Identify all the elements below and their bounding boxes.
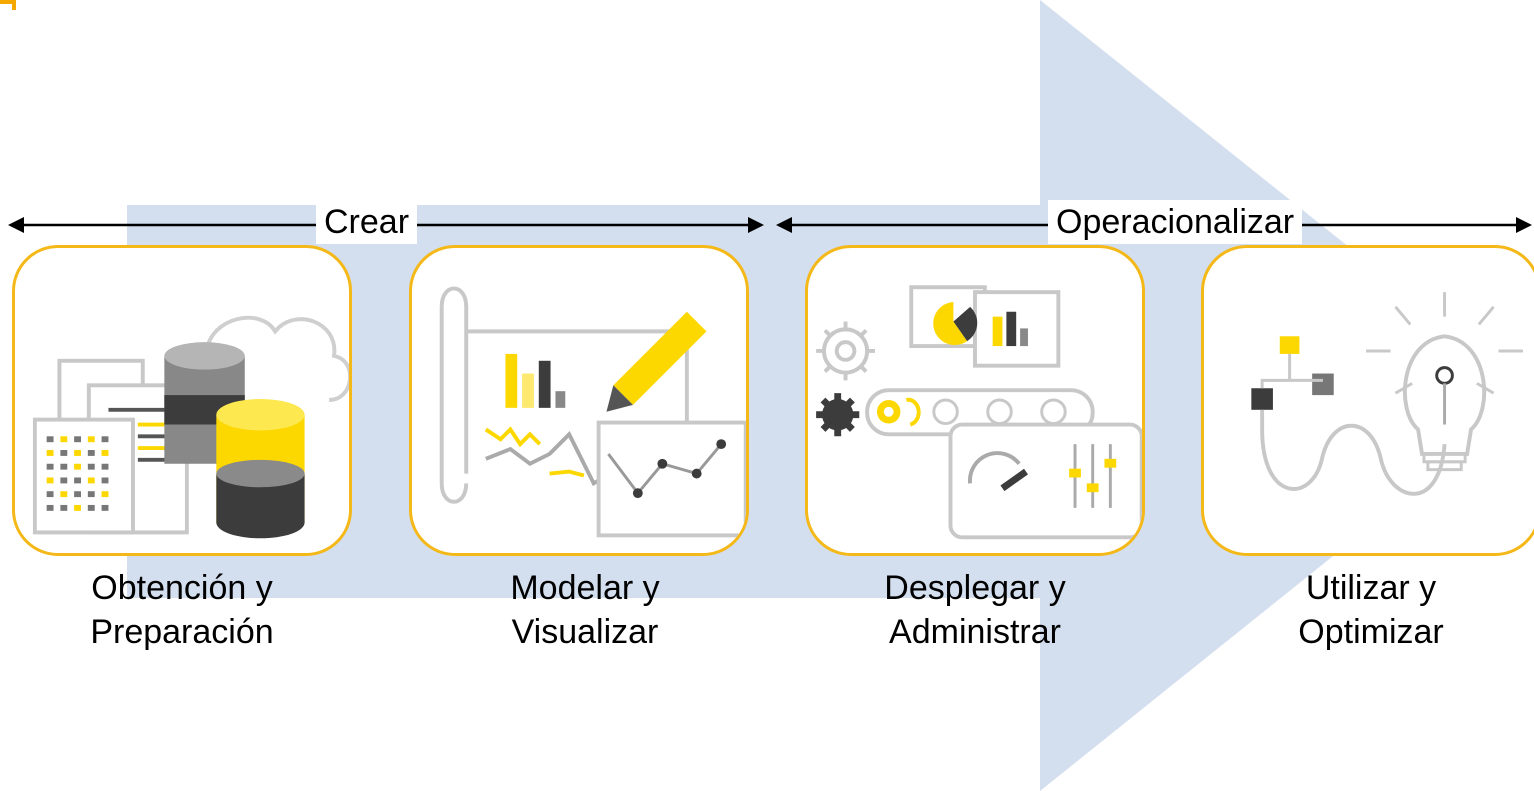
step-card-model-visualize (409, 245, 749, 556)
step-label-use-optimize: Utilizar y Optimizar (1201, 566, 1534, 654)
step-label-model-visualize: Modelar y Visualizar (415, 566, 755, 654)
step-card-deploy-manage (805, 245, 1145, 556)
step-label-line1: Desplegar y (884, 569, 1066, 607)
operationalize-arrowhead-left (776, 217, 792, 233)
step-label-line2: Optimizar (1298, 613, 1444, 651)
phase-label-operationalize: Operacionalizar (1048, 200, 1303, 244)
step-label-line2: Visualizar (511, 613, 659, 651)
step-label-line2: Administrar (889, 613, 1061, 651)
operationalize-arrowhead-right (1516, 217, 1532, 233)
step-label-line1: Modelar y (510, 569, 660, 607)
data-preparation-icon (32, 315, 349, 539)
step-label-deploy-manage: Desplegar y Administrar (805, 566, 1145, 654)
step-label-line1: Utilizar y (1305, 569, 1437, 607)
step-label-line1: Obtención y (91, 569, 273, 607)
step-label-obtain-prepare: Obtención y Preparación (12, 566, 352, 654)
corner-bracket-mark (0, 0, 16, 10)
phase-label-create: Crear (316, 200, 418, 244)
create-arrowhead-right (748, 217, 764, 233)
step-card-use-optimize (1201, 245, 1534, 556)
step-card-obtain-prepare (12, 245, 352, 556)
model-visualize-icon (439, 286, 746, 538)
use-optimize-icon (1251, 292, 1524, 496)
step-label-line2: Preparación (90, 613, 274, 651)
create-arrowhead-left (8, 217, 24, 233)
deploy-manage-icon (816, 285, 1142, 540)
